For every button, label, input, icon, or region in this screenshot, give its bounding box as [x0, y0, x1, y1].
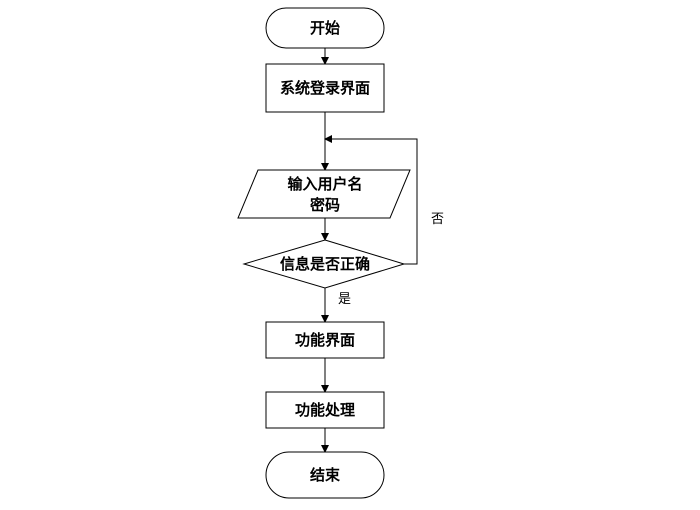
input-label-line2: 密码: [310, 196, 340, 214]
login-process-box: [265, 63, 385, 113]
check-label: 信息是否正确: [280, 255, 370, 273]
function-ui-box: [265, 321, 385, 359]
check-decision-diamond: [242, 239, 406, 289]
edge-check-no-loop: [324, 135, 418, 265]
input-data-box: [237, 169, 411, 219]
login-label: 系统登录界面: [280, 79, 370, 97]
start-label: 开始: [310, 19, 340, 37]
function-ui-label: 功能界面: [295, 331, 355, 349]
start-terminator: [265, 7, 385, 49]
function-proc-label: 功能处理: [295, 401, 355, 419]
edge-label-yes: 是: [338, 292, 351, 307]
edge-label-no: 否: [431, 212, 444, 227]
function-proc-box: [265, 391, 385, 429]
end-label: 结束: [310, 466, 341, 484]
end-terminator: [265, 451, 385, 499]
input-label-line1: 输入用户名: [287, 175, 362, 193]
